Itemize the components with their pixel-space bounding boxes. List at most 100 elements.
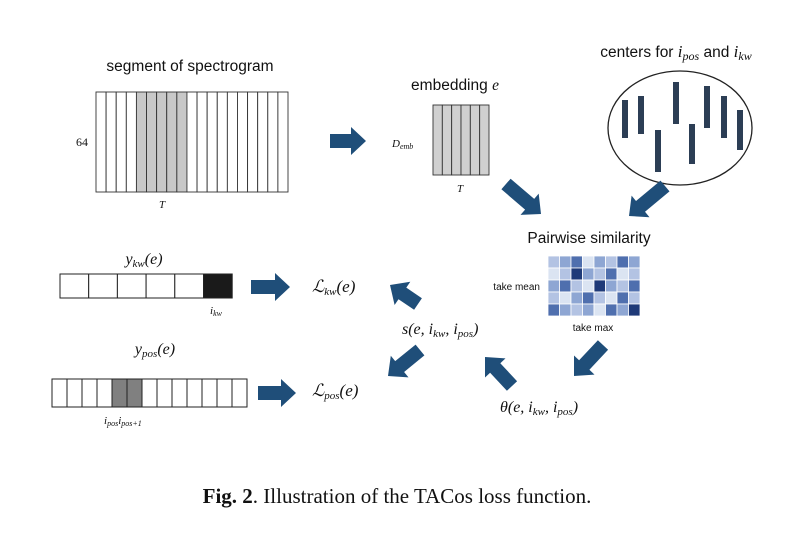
embedding-column	[460, 104, 471, 176]
arrow-similarity-to-theta	[574, 340, 609, 376]
similarity-cell	[616, 291, 629, 305]
centers-title: centers for ipos and ikw	[600, 42, 752, 63]
embedding-width-label: T	[457, 183, 464, 195]
center-bar	[638, 96, 644, 134]
spectrogram-column	[277, 91, 289, 193]
similarity-cell	[628, 303, 641, 317]
similarity-cell	[547, 303, 560, 317]
arrow-s-to-loss-pos	[388, 344, 425, 378]
y-kw-label: ykw(e)	[123, 251, 162, 270]
spectrogram-column	[125, 91, 137, 193]
y-pos-cell	[96, 378, 113, 408]
embedding-grid	[432, 104, 490, 176]
spectrogram-title: segment of spectrogram	[106, 58, 273, 75]
spectrogram-column	[135, 91, 147, 193]
similarity-cell	[582, 303, 595, 317]
similarity-cell	[593, 255, 606, 269]
y-pos-cell	[81, 378, 98, 408]
y-pos-cell	[156, 378, 173, 408]
similarity-col-label: take max	[573, 323, 614, 334]
y-kw-cell	[174, 273, 205, 299]
spectrogram-column	[237, 91, 249, 193]
similarity-cell	[570, 267, 583, 281]
similarity-cell	[547, 255, 560, 269]
y-kw-cell	[145, 273, 176, 299]
embedding-title: embedding e	[411, 77, 499, 94]
similarity-cell	[616, 267, 629, 281]
similarity-cell	[582, 291, 595, 305]
y-pos-cell	[51, 378, 68, 408]
y-pos-cell	[231, 378, 248, 408]
similarity-cell	[593, 303, 606, 317]
loss-pos-label: ℒpos(e)	[312, 381, 359, 402]
similarity-cell	[605, 255, 618, 269]
spectrogram-column	[186, 91, 198, 193]
center-bar	[689, 124, 695, 164]
similarity-cell	[570, 291, 583, 305]
y-kw-cell	[88, 273, 118, 299]
arrow-embedding-to-similarity	[501, 178, 541, 215]
embedding-column	[479, 104, 490, 176]
similarity-cell	[547, 291, 560, 305]
y-pos-label: ypos(e)	[133, 341, 175, 360]
similarity-cell	[582, 279, 595, 293]
y-pos-cell	[186, 378, 203, 408]
spectrogram-column	[257, 91, 269, 193]
spectrogram-column	[95, 91, 107, 193]
center-bar	[721, 96, 727, 138]
similarity-cell	[547, 267, 560, 281]
arrow-spectrogram-to-embedding	[330, 127, 366, 155]
similarity-cell	[582, 267, 595, 281]
y-kw-index-label: ikw	[210, 305, 223, 318]
y-pos-cell	[111, 378, 128, 408]
spectrogram-column	[166, 91, 178, 193]
y-pos-cell	[66, 378, 83, 408]
arrow-theta-to-s	[485, 357, 518, 391]
y-pos-cell	[126, 378, 143, 408]
y-pos-index-label: iposipos+1	[104, 415, 142, 428]
similarity-title: Pairwise similarity	[527, 230, 650, 247]
similarity-cell	[570, 303, 583, 317]
y-pos-cell	[201, 378, 218, 408]
similarity-cell	[605, 279, 618, 293]
similarity-cell	[559, 279, 572, 293]
similarity-cell	[628, 279, 641, 293]
center-bar	[655, 130, 661, 172]
spectrogram-column	[206, 91, 218, 193]
y-pos-cell	[141, 378, 158, 408]
arrow-s-to-loss-kw	[390, 281, 422, 310]
similarity-cell	[570, 279, 583, 293]
spectrogram-column	[156, 91, 168, 193]
similarity-cell	[616, 303, 629, 317]
spectrogram-column	[176, 91, 188, 193]
y-kw-target-vector	[59, 273, 233, 299]
arrow-centers-to-similarity	[629, 180, 670, 218]
similarity-cell	[628, 255, 641, 269]
similarity-cell	[559, 303, 572, 317]
similarity-cell	[559, 291, 572, 305]
similarity-cell	[570, 255, 583, 269]
spectrogram-grid	[95, 91, 289, 193]
similarity-cell	[616, 279, 629, 293]
center-bar	[622, 100, 628, 138]
similarity-cell	[547, 279, 560, 293]
center-bar	[704, 86, 710, 128]
similarity-cell	[559, 267, 572, 281]
similarity-row-label: take mean	[493, 282, 540, 293]
y-kw-cell	[116, 273, 147, 299]
embedding-height-label: Demb	[391, 138, 413, 151]
spectrogram-column	[196, 91, 208, 193]
theta-label: θ(e, ikw, ipos)	[500, 399, 578, 418]
y-pos-cell	[171, 378, 188, 408]
centers-bars	[622, 82, 743, 172]
spectrogram-column	[115, 91, 127, 193]
y-pos-cell	[216, 378, 233, 408]
s-label: s(e, ikw, ipos)	[402, 321, 478, 340]
similarity-cell	[628, 267, 641, 281]
embedding-column	[432, 104, 443, 176]
spectrogram-column	[226, 91, 238, 193]
y-kw-cell	[203, 273, 233, 299]
loss-kw-label: ℒkw(e)	[312, 277, 356, 298]
spectrogram-column	[267, 91, 279, 193]
